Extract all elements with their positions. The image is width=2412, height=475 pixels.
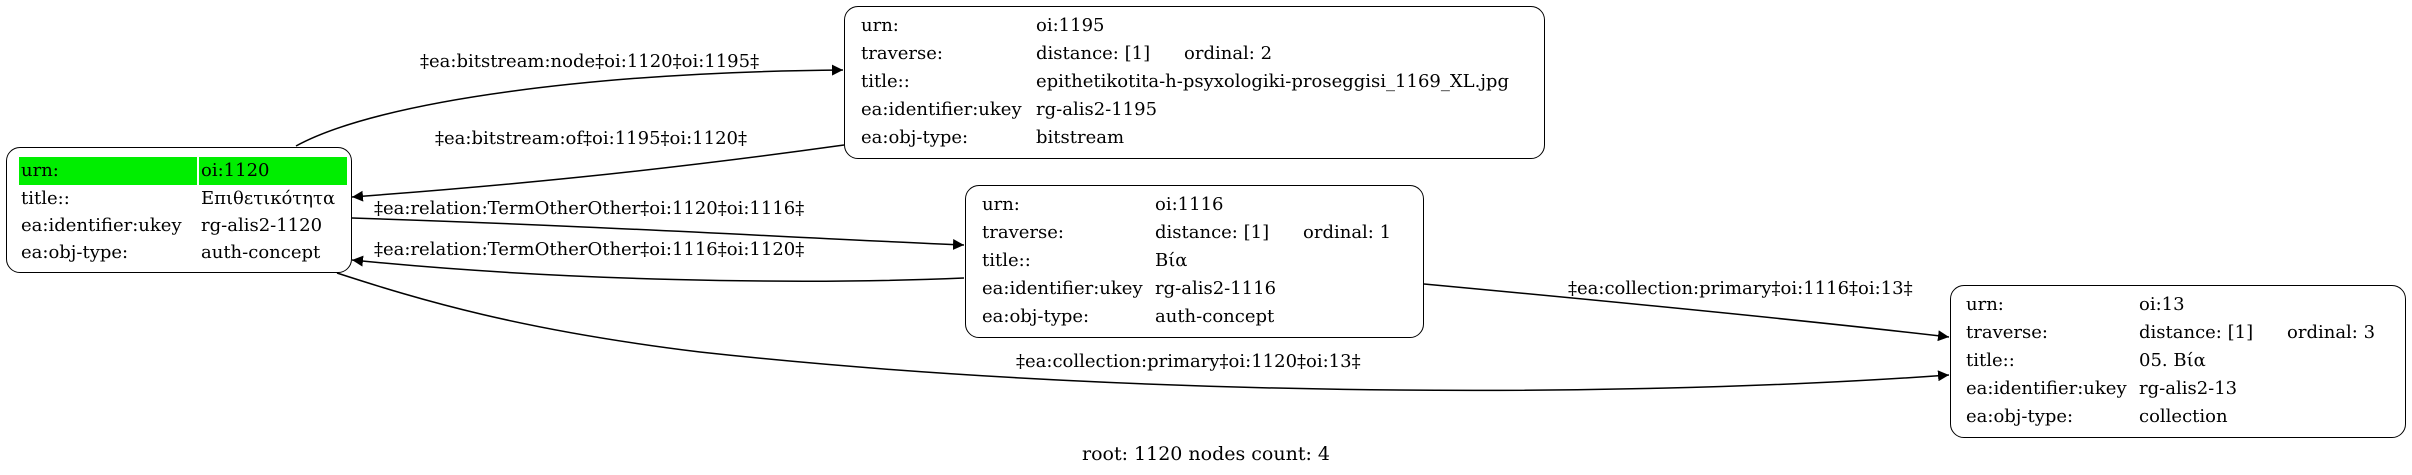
node-row-traverse: traverse: distance: [1] ordinal: 1 xyxy=(966,219,1423,247)
edge-bitstream-of xyxy=(351,144,845,202)
node-row-ukey: ea:identifier:ukey rg-alis2-13 xyxy=(1951,375,2405,403)
node-value: collection xyxy=(2139,406,2228,427)
node-row-objtype: ea:obj-type: bitstream xyxy=(845,124,1544,152)
edge-label-collection-1116-13: ‡ea:collection:primary‡oi:1116‡oi:13‡ xyxy=(1568,278,1913,299)
node-row-ukey: ea:identifier:ukey rg-alis2-1116 xyxy=(966,275,1423,303)
node-row-objtype: ea:obj-type: collection xyxy=(1951,403,2405,431)
node-value: oi:1195 xyxy=(1036,15,1105,36)
node-row-urn: urn: oi:1120 xyxy=(7,157,351,185)
node-key: traverse: xyxy=(1966,322,2048,343)
node-key: ea:obj-type: xyxy=(861,127,969,148)
node-key: ea:obj-type: xyxy=(1966,406,2074,427)
node-key: urn: xyxy=(19,157,197,185)
node-key: urn: xyxy=(1966,294,2004,315)
node-key: ea:identifier:ukey xyxy=(1966,378,2127,399)
node-oi-1120[interactable]: urn: oi:1120 title:: Επιθετικότητα ea:id… xyxy=(6,147,352,273)
node-key: ea:obj-type: xyxy=(21,242,129,263)
node-oi-13[interactable]: urn: oi:13 traverse: distance: [1] ordin… xyxy=(1950,285,2406,438)
edge-label-bitstream-node: ‡ea:bitstream:node‡oi:1120‡oi:1195‡ xyxy=(420,51,759,72)
node-value: distance: [1] xyxy=(2139,322,2254,343)
node-value: epithetikotita-h-psyxologiki-proseggisi_… xyxy=(1036,71,1509,92)
node-value: oi:13 xyxy=(2139,294,2185,315)
node-key: ea:obj-type: xyxy=(982,306,1090,327)
node-row-objtype: ea:obj-type: auth-concept xyxy=(7,239,351,267)
node-extra: ordinal: 2 xyxy=(1184,43,1273,64)
node-row-title: title:: epithetikotita-h-psyxologiki-pro… xyxy=(845,68,1544,96)
node-key: ea:identifier:ukey xyxy=(982,278,1143,299)
edge-collection-1120-13 xyxy=(336,272,1950,392)
node-row-traverse: traverse: distance: [1] ordinal: 3 xyxy=(1951,319,2405,347)
node-value: bitstream xyxy=(1036,127,1125,148)
node-value: rg-alis2-1120 xyxy=(201,215,323,236)
node-row-title: title:: Επιθετικότητα xyxy=(7,185,351,213)
edge-relation-1116-1120 xyxy=(351,255,965,282)
node-row-urn: urn: oi:13 xyxy=(1951,291,2405,319)
node-key: traverse: xyxy=(982,222,1064,243)
node-extra: ordinal: 3 xyxy=(2287,322,2376,343)
node-row-objtype: ea:obj-type: auth-concept xyxy=(966,303,1423,331)
edge-relation-1120-1116 xyxy=(351,217,965,251)
node-row-ukey: ea:identifier:ukey rg-alis2-1195 xyxy=(845,96,1544,124)
edge-label-relation-1116-1120: ‡ea:relation:TermOtherOther‡oi:1116‡oi:1… xyxy=(374,239,804,260)
node-key: title:: xyxy=(1966,350,2015,371)
node-key: title:: xyxy=(21,188,70,209)
node-row-title: title:: Βία xyxy=(966,247,1423,275)
node-value: oi:1116 xyxy=(1155,194,1224,215)
edge-collection-1116-13 xyxy=(1423,283,1950,342)
edge-bitstream-node xyxy=(295,64,844,147)
node-key: title:: xyxy=(861,71,910,92)
node-row-urn: urn: oi:1195 xyxy=(845,12,1544,40)
edge-label-collection-1120-13: ‡ea:collection:primary‡oi:1120‡oi:13‡ xyxy=(1016,351,1361,372)
node-value: auth-concept xyxy=(201,242,321,263)
node-value: distance: [1] xyxy=(1036,43,1151,64)
node-value: Βία xyxy=(1155,250,1188,271)
node-key: title:: xyxy=(982,250,1031,271)
node-key: urn: xyxy=(982,194,1020,215)
node-value: rg-alis2-1116 xyxy=(1155,278,1277,299)
node-oi-1195[interactable]: urn: oi:1195 traverse: distance: [1] ord… xyxy=(844,6,1545,159)
node-value: auth-concept xyxy=(1155,306,1275,327)
graph-footer: root: 1120 nodes count: 4 xyxy=(1081,443,1331,465)
node-value: Επιθετικότητα xyxy=(201,188,336,209)
node-extra: ordinal: 1 xyxy=(1303,222,1392,243)
node-value: oi:1120 xyxy=(199,157,347,185)
node-value: 05. Βία xyxy=(2139,350,2206,371)
node-key: ea:identifier:ukey xyxy=(861,99,1022,120)
node-oi-1116[interactable]: urn: oi:1116 traverse: distance: [1] ord… xyxy=(965,185,1424,338)
node-row-ukey: ea:identifier:ukey rg-alis2-1120 xyxy=(7,212,351,240)
node-row-urn: urn: oi:1116 xyxy=(966,191,1423,219)
node-value: distance: [1] xyxy=(1155,222,1270,243)
node-value: rg-alis2-13 xyxy=(2139,378,2238,399)
node-row-title: title:: 05. Βία xyxy=(1951,347,2405,375)
edge-label-relation-1120-1116: ‡ea:relation:TermOtherOther‡oi:1120‡oi:1… xyxy=(374,198,804,219)
node-row-traverse: traverse: distance: [1] ordinal: 2 xyxy=(845,40,1544,68)
node-key: ea:identifier:ukey xyxy=(21,215,182,236)
node-key: urn: xyxy=(861,15,899,36)
node-value: rg-alis2-1195 xyxy=(1036,99,1158,120)
node-key: traverse: xyxy=(861,43,943,64)
edge-label-bitstream-of: ‡ea:bitstream:of‡oi:1195‡oi:1120‡ xyxy=(435,128,747,149)
